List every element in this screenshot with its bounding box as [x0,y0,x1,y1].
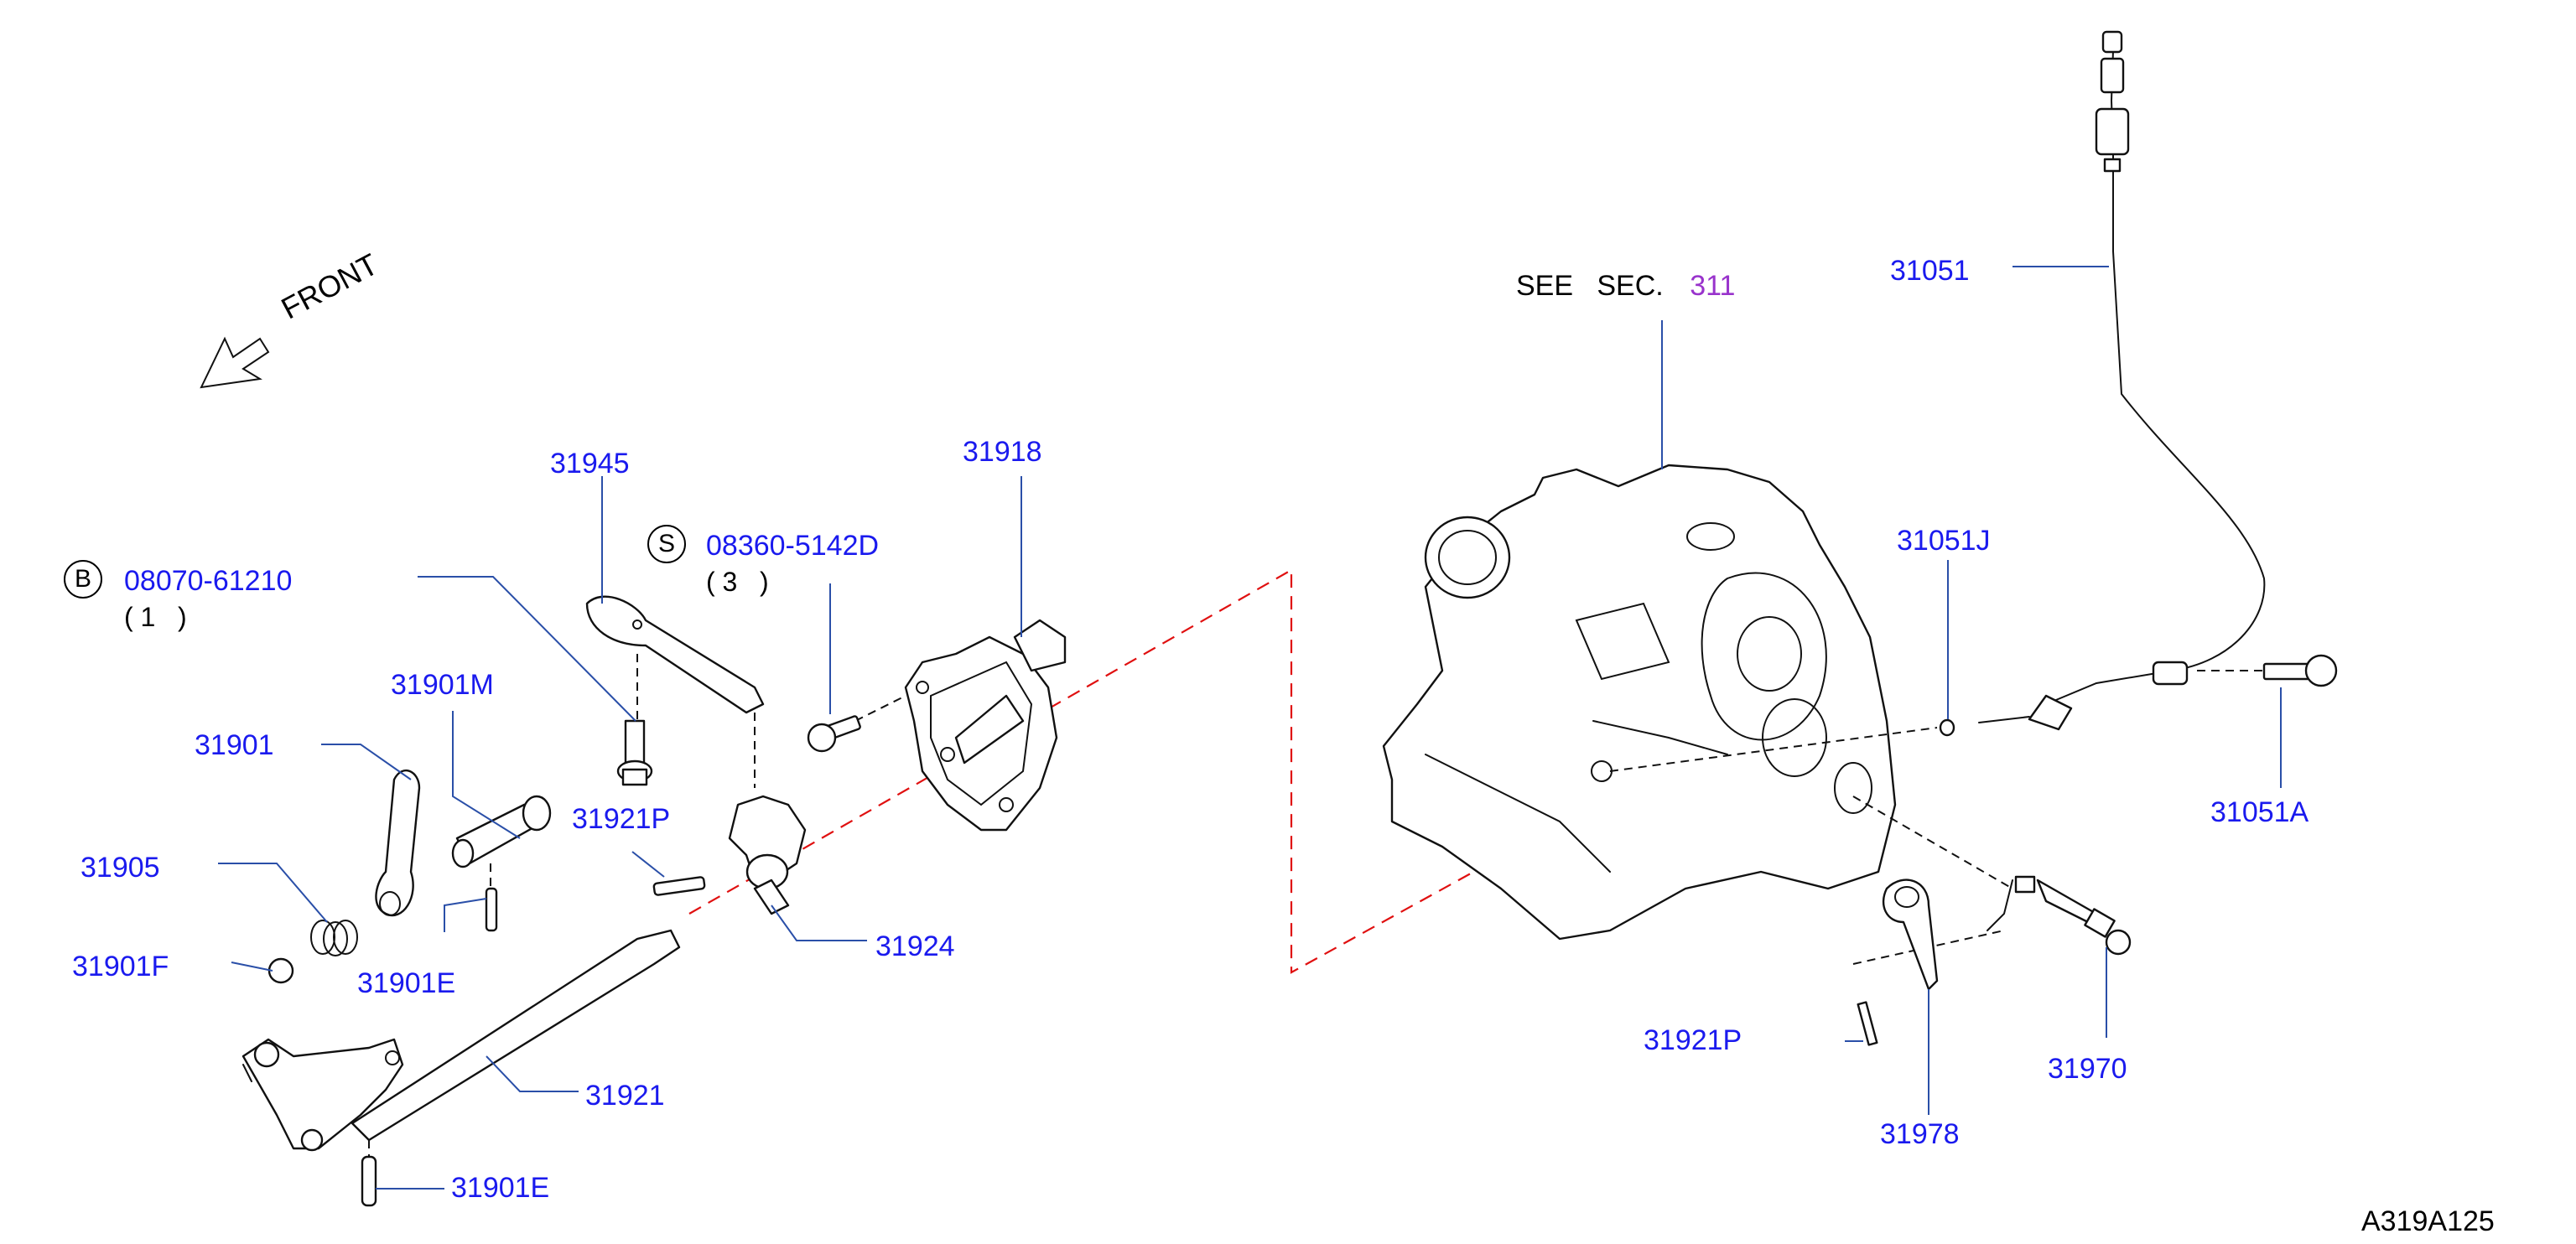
part-31901[interactable]: 31901 [195,729,274,761]
screw-s-badge: S [647,525,686,563]
spring-31905-drawing [310,920,358,956]
detent-31924-drawing [652,795,807,915]
drawing-id: A319A125 [2361,1205,2495,1237]
assembly-reference-line [688,568,1535,974]
part-31918[interactable]: 31918 [963,436,1042,468]
part-08360-5142D[interactable]: 08360-5142D [706,530,880,562]
part-31051[interactable]: 31051 [1890,255,1970,287]
part-31921P-right[interactable]: 31921P [1644,1024,1742,1056]
part-31051J[interactable]: 31051J [1897,525,1991,557]
part-31905[interactable]: 31905 [80,852,160,884]
leader-lines [218,266,2282,1190]
part-31921[interactable]: 31921 [585,1080,665,1112]
bolt-b-drawing [616,719,653,786]
see-section-link[interactable]: 311 [1690,270,1736,302]
part-31924[interactable]: 31924 [875,930,955,962]
part-31978[interactable]: 31978 [1880,1118,1960,1150]
part-31970[interactable]: 31970 [2048,1053,2127,1085]
part-31945[interactable]: 31945 [550,448,630,479]
part-31901M[interactable]: 31901M [391,669,494,701]
screw-s-qty: ( 3 ) [706,567,769,597]
see-section-prefix: SEE SEC. [1516,270,1664,302]
pin-31901M-drawing [451,795,552,932]
part-31051A[interactable]: 31051A [2210,796,2309,828]
sensor-31970-drawing [1987,875,2132,956]
lever-31901-drawing [375,770,421,917]
lever-31978-drawing [1857,879,1939,1046]
part-31901F[interactable]: 31901F [72,951,169,982]
bolt-b-badge: B [64,560,102,599]
part-08070-61210[interactable]: 08070-61210 [124,565,293,597]
front-arrow-icon [200,336,270,389]
plug-31901F-drawing [267,957,294,984]
strap-31945-drawing [585,595,765,788]
part-31901E-upper[interactable]: 31901E [357,967,456,999]
part-31901E-lower[interactable]: 31901E [451,1172,550,1204]
screw-s-drawing [807,695,906,753]
transmission-case-drawing [1382,464,1897,941]
shift-rod-31921-drawing [242,929,681,1207]
see-section-label: SEE SEC. 311 [1516,272,1735,300]
part-31921P-left[interactable]: 31921P [572,803,671,835]
control-cable-drawing [1939,30,2338,737]
bolt-b-qty: ( 1 ) [124,602,187,632]
bracket-31918-drawing [904,619,1067,832]
